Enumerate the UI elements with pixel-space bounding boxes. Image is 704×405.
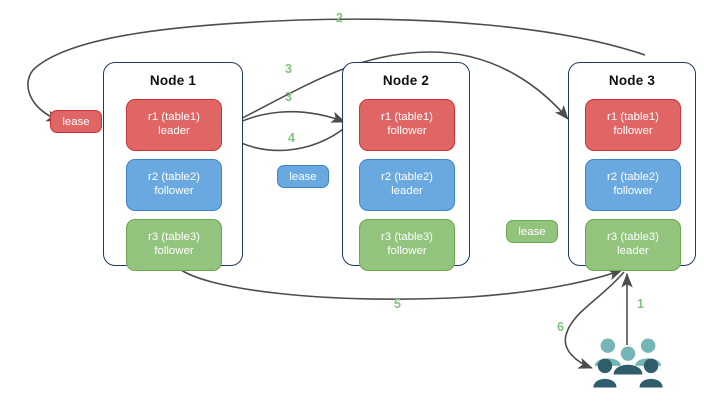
replica-line-1: r2 (table2) xyxy=(381,171,433,184)
replica-line-2: leader xyxy=(391,185,423,197)
node-1[interactable]: Node 1 r1 (table1) leader r2 (table2) fo… xyxy=(103,62,243,271)
replica-line-1: r3 (table3) xyxy=(607,231,659,244)
replica-line-1: r2 (table2) xyxy=(148,171,200,184)
step-label-1: 1 xyxy=(637,297,644,311)
node-3-replica-r1-table1[interactable]: r1 (table1) follower xyxy=(585,99,681,151)
node-1-title: Node 1 xyxy=(149,73,197,88)
arrow-step-5 xyxy=(175,265,623,300)
node-3-replica-r2-table2[interactable]: r2 (table2) follower xyxy=(585,159,681,211)
step-label-3b: 3 xyxy=(285,90,292,104)
lease-badge-blue[interactable]: lease xyxy=(277,165,329,188)
step-label-3a: 3 xyxy=(285,62,292,76)
node-2-replica-r2-table2[interactable]: r2 (table2) leader xyxy=(359,159,455,211)
arrow-step-2 xyxy=(27,18,646,122)
replica-line-1: r3 (table3) xyxy=(148,231,200,244)
lease-badge-green[interactable]: lease xyxy=(506,220,558,243)
replica-line-1: r1 (table1) xyxy=(381,111,433,124)
arrow-step-3-to-node3 xyxy=(221,51,569,129)
arrow-step-6 xyxy=(564,271,625,369)
replica-line-2: leader xyxy=(617,245,649,257)
replica-line-1: r1 (table1) xyxy=(148,111,200,124)
users-icon xyxy=(593,338,663,388)
node-3-title: Node 3 xyxy=(608,73,656,88)
replica-line-1: r3 (table3) xyxy=(381,231,433,244)
node-2-replica-r3-table3[interactable]: r3 (table3) follower xyxy=(359,219,455,271)
step-label-5: 5 xyxy=(394,297,401,311)
node-1-replica-r3-table3[interactable]: r3 (table3) follower xyxy=(126,219,222,271)
replica-line-2: follower xyxy=(154,245,194,257)
node-3-replica-r3-table3[interactable]: r3 (table3) leader xyxy=(585,219,681,271)
replica-line-2: follower xyxy=(154,185,194,197)
node-1-replica-r2-table2[interactable]: r2 (table2) follower xyxy=(126,159,222,211)
step-label-6: 6 xyxy=(557,320,564,334)
replica-line-2: follower xyxy=(613,125,653,137)
replica-line-1: r2 (table2) xyxy=(607,171,659,184)
replica-line-2: follower xyxy=(613,185,653,197)
step-label-2: 2 xyxy=(336,11,343,25)
replica-line-1: r1 (table1) xyxy=(607,111,659,124)
node-3[interactable]: Node 3 r1 (table1) follower r2 (table2) … xyxy=(568,62,696,271)
node-2[interactable]: Node 2 r1 (table1) follower r2 (table2) … xyxy=(342,62,470,271)
node-2-title: Node 2 xyxy=(382,73,430,88)
lease-badge-red[interactable]: lease xyxy=(50,110,102,133)
replica-line-2: leader xyxy=(158,125,190,137)
replica-line-2: follower xyxy=(387,245,427,257)
replica-line-2: follower xyxy=(387,125,427,137)
node-1-replica-r1-table1[interactable]: r1 (table1) leader xyxy=(126,99,222,151)
node-2-replica-r1-table1[interactable]: r1 (table1) follower xyxy=(359,99,455,151)
step-label-4: 4 xyxy=(288,131,295,145)
